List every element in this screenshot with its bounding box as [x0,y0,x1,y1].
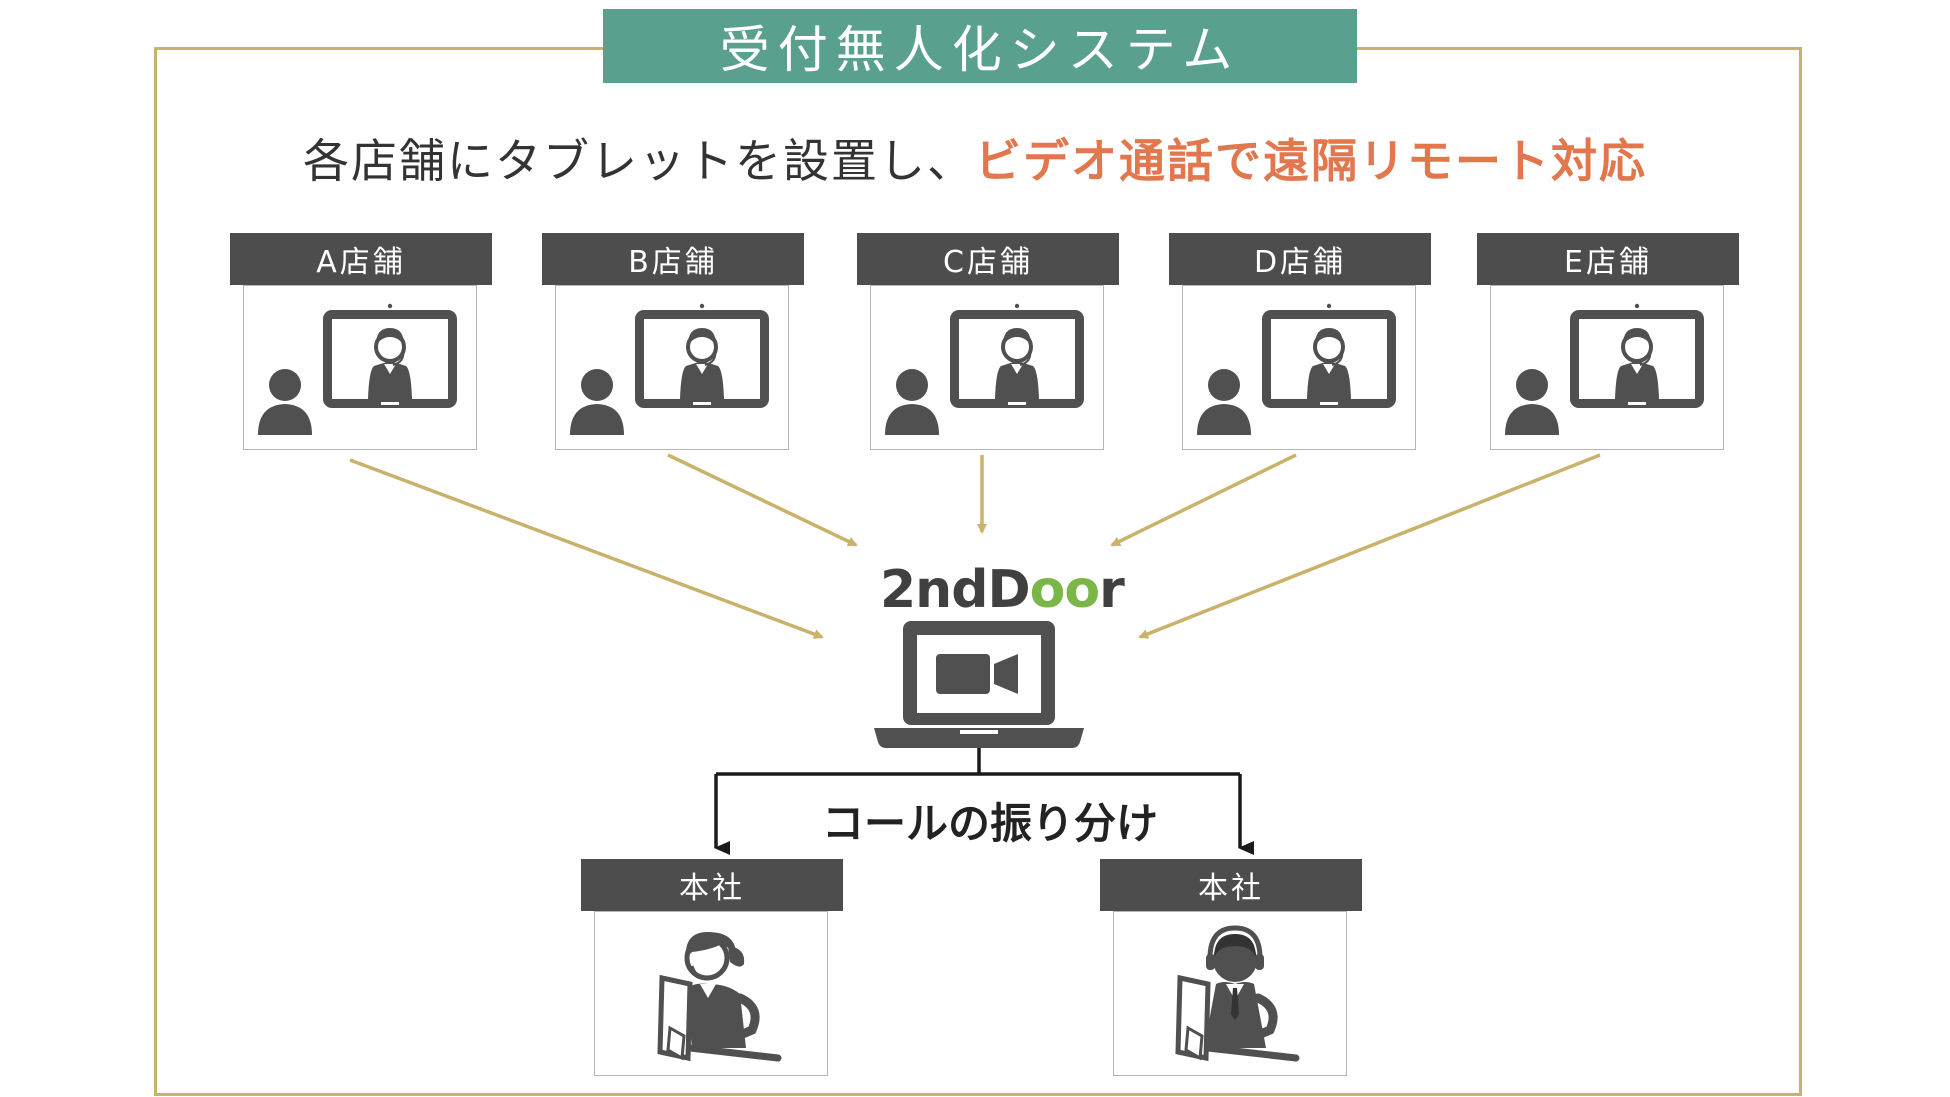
subtitle-highlight: ビデオ通話で遠隔リモート対応 [975,134,1647,188]
store-scene-e [1503,301,1706,437]
logo-suffix: r [1099,560,1125,620]
subtitle-prefix: 各店舗にタブレットを設置し、 [303,134,975,188]
store-scene-c [883,301,1086,437]
store-label-a: A店舗 [230,233,492,285]
arrow-b [667,453,858,547]
arrow-e [1138,453,1601,639]
store-scene-a [256,301,459,437]
store-label-b: B店舗 [542,233,804,285]
store-label-e: E店舗 [1477,233,1739,285]
logo-prefix: 2nd [880,560,988,620]
laptop-video-icon [874,621,1084,748]
title-banner: 受付無人化システム [603,9,1357,83]
store-label-c: C店舗 [857,233,1119,285]
subtitle: 各店舗にタブレットを設置し、ビデオ通話で遠隔リモート対応 [0,125,1950,191]
store-to-hub-arrows [349,453,1601,639]
hq-label-left: 本社 [581,859,843,911]
call-routing-tree [714,748,1254,855]
logo-infinity: oo [1029,560,1100,620]
hq-operator-female [660,932,778,1058]
call-routing-label: コールの振り分け [821,799,1158,848]
store-scene-d [1195,301,1398,437]
store-label-d: D店舗 [1169,233,1431,285]
arrow-a [349,458,824,639]
arrow-d [1110,453,1297,547]
store-scene-b [568,301,771,437]
hq-operator-male [1178,928,1296,1058]
hq-label-right: 本社 [1100,859,1362,911]
logo-d: D [987,560,1030,620]
2nddoor-logo: 2ndDoor [880,560,1125,620]
